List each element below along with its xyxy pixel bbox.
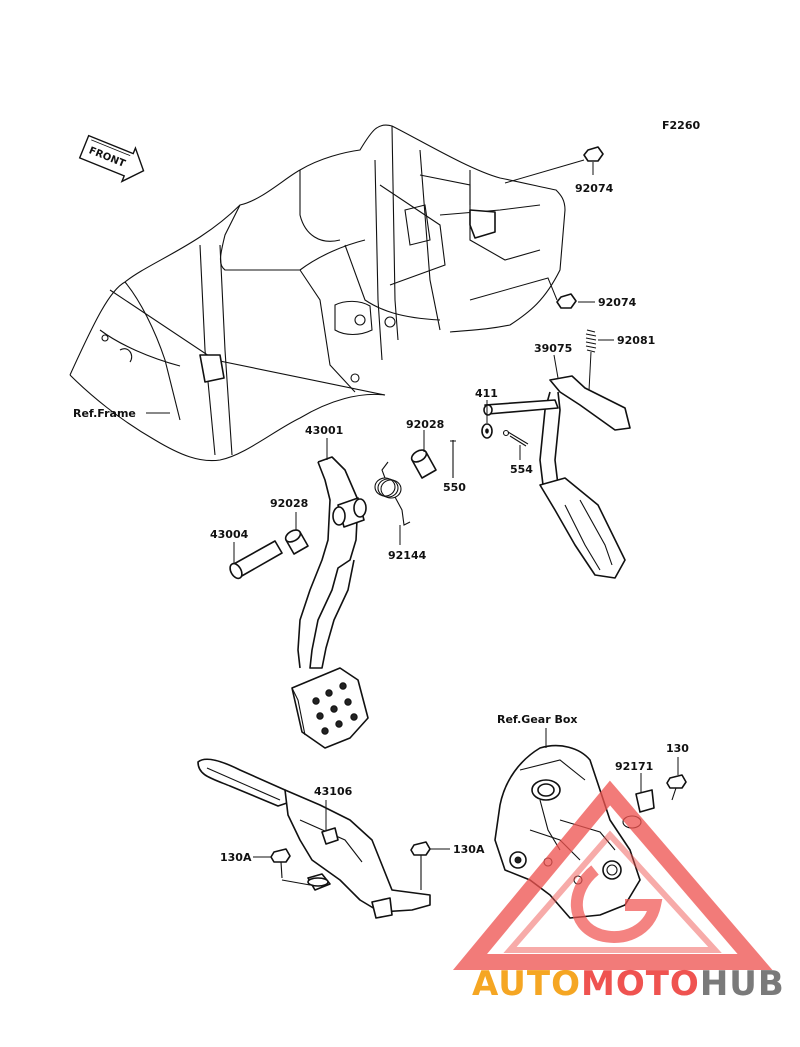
spring-92144	[374, 461, 411, 545]
watermark-auto: AUTO	[472, 964, 581, 1004]
label-92028-lower: 92028	[270, 497, 308, 510]
brake-pedal-43001	[291, 438, 369, 749]
label-92074-top: 92074	[575, 182, 614, 195]
label-ref-frame: Ref.Frame	[73, 407, 136, 420]
accelerator-pedal-39075	[483, 354, 631, 579]
label-ref-gearbox: Ref.Gear Box	[497, 713, 578, 726]
nut-92074-top	[504, 146, 604, 184]
parking-brake-lever-43106	[197, 758, 431, 919]
label-92171: 92171	[615, 760, 653, 773]
label-43004: 43004	[210, 528, 249, 541]
label-92144: 92144	[388, 549, 427, 562]
washer-411	[481, 400, 493, 439]
cotter-pin-554	[502, 429, 529, 460]
label-39075: 39075	[534, 342, 572, 355]
bolt-130A-right	[410, 841, 450, 890]
bushing-92028-lower	[284, 512, 309, 555]
watermark-text: AUTOMOTOHUB	[472, 964, 785, 1004]
label-92081: 92081	[617, 334, 655, 347]
nut-92074-bottom	[469, 277, 595, 309]
watermark-hub: HUB	[700, 964, 785, 1004]
label-130: 130	[666, 742, 689, 755]
bolt-130A-left	[253, 848, 311, 886]
label-130A-right: 130A	[453, 843, 485, 856]
watermark-moto: MOTO	[581, 964, 700, 1004]
bolt-130	[666, 757, 687, 801]
label-130A-left: 130A	[220, 851, 252, 864]
label-92028-upper: 92028	[406, 418, 444, 431]
label-411: 411	[475, 387, 498, 400]
frame-assembly	[69, 124, 566, 462]
label-43106: 43106	[314, 785, 353, 798]
gear-box-assembly	[494, 728, 641, 919]
shaft-43004	[229, 540, 283, 580]
pin-550	[450, 440, 456, 478]
diagram-code: F2260	[662, 119, 700, 132]
automotohub-logo-watermark	[452, 780, 773, 970]
label-43001: 43001	[305, 424, 343, 437]
pedal-pad-holes	[312, 682, 358, 735]
label-550: 550	[443, 481, 466, 494]
front-arrow-icon: FRONT	[78, 134, 145, 183]
bushing-92028-upper	[410, 430, 437, 479]
label-554: 554	[510, 463, 533, 476]
label-92074-bottom: 92074	[598, 296, 637, 309]
